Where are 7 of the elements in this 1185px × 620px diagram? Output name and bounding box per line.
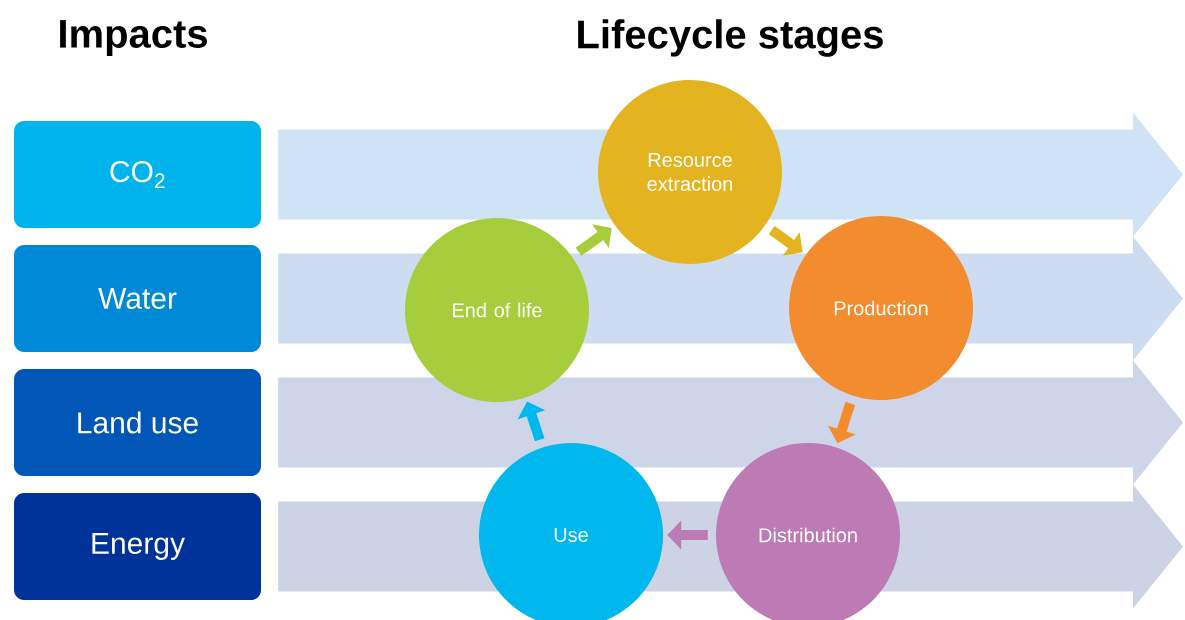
arrow — [575, 224, 612, 256]
impact-box: Land use — [14, 369, 261, 476]
impact-box: CO$_{2}$ — [14, 121, 261, 228]
impact-box: Water — [14, 245, 261, 352]
heading: Impacts — [60, 20, 207, 56]
impact-box: Energy — [14, 493, 261, 600]
arrow — [768, 226, 803, 256]
